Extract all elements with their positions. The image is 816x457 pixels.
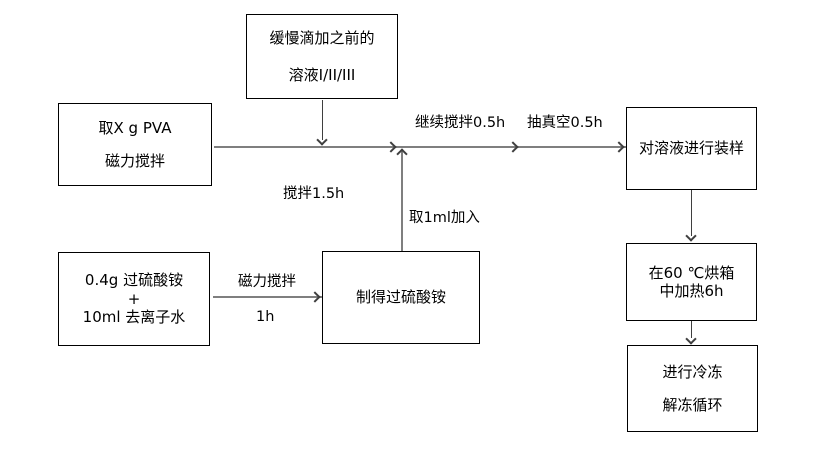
box-oven-line1: 在60 ℃烘箱 <box>648 263 735 282</box>
flow-box-sampling: 对溶液进行装样 <box>626 107 757 190</box>
label-add-1ml: 取1ml加入 <box>409 210 480 226</box>
flow-box-pva: 取X g PVA 磁力搅拌 <box>58 103 212 186</box>
box-solution-line2: 溶液I/II/III <box>288 65 356 84</box>
arrowhead-junction-right-icon <box>385 141 397 153</box>
arrowhead-into-product-icon <box>309 291 321 303</box>
flow-box-solution: 缓慢滴加之前的 溶液I/II/III <box>246 14 398 99</box>
arrowhead-product-up-icon <box>396 148 408 160</box>
box-freeze-line1: 进行冷冻 <box>662 362 723 381</box>
connector-solution-down <box>322 100 323 140</box>
label-stir-1-5h: 搅拌1.5h <box>283 186 345 202</box>
label-magnetic-stir: 磁力搅拌 <box>238 274 296 290</box>
connector-oven-to-freeze <box>691 321 692 338</box>
connector-aps-to-product <box>213 296 322 298</box>
flow-box-oven: 在60 ℃烘箱 中加热6h <box>626 243 757 321</box>
arrowhead-into-sampling-icon <box>613 141 625 153</box>
box-aps-line2: + <box>127 289 141 308</box>
box-aps-line1: 0.4g 过硫酸铵 <box>84 271 184 290</box>
box-product-line1: 制得过硫酸铵 <box>355 288 446 307</box>
box-pva-line1: 取X g PVA <box>98 118 172 137</box>
box-freeze-line2: 解冻循环 <box>662 396 723 414</box>
box-pva-line2: 磁力搅拌 <box>104 152 165 170</box>
arrowhead-solution-down-icon <box>316 134 328 146</box>
connector-product-up <box>401 150 403 251</box>
flow-box-freeze: 进行冷冻 解冻循环 <box>627 345 758 432</box>
box-sampling-line1: 对溶液进行装样 <box>638 139 744 158</box>
arrowhead-mid-right-icon <box>507 141 519 153</box>
connector-main-horizontal <box>214 146 626 148</box>
connector-sampling-to-oven <box>691 190 692 236</box>
box-solution-line1: 缓慢滴加之前的 <box>269 29 375 47</box>
arrowhead-into-oven-icon <box>685 230 697 242</box>
flow-box-product: 制得过硫酸铵 <box>322 251 480 344</box>
arrowhead-into-freeze-icon <box>685 333 697 345</box>
label-vacuum: 抽真空0.5h <box>527 115 603 131</box>
flow-box-aps: 0.4g 过硫酸铵 + 10ml 去离子水 <box>58 252 210 346</box>
box-oven-line2: 中加热6h <box>659 282 724 300</box>
box-aps-line3: 10ml 去离子水 <box>82 308 186 327</box>
label-1h: 1h <box>256 309 275 325</box>
label-continue-stir: 继续搅拌0.5h <box>415 115 506 131</box>
